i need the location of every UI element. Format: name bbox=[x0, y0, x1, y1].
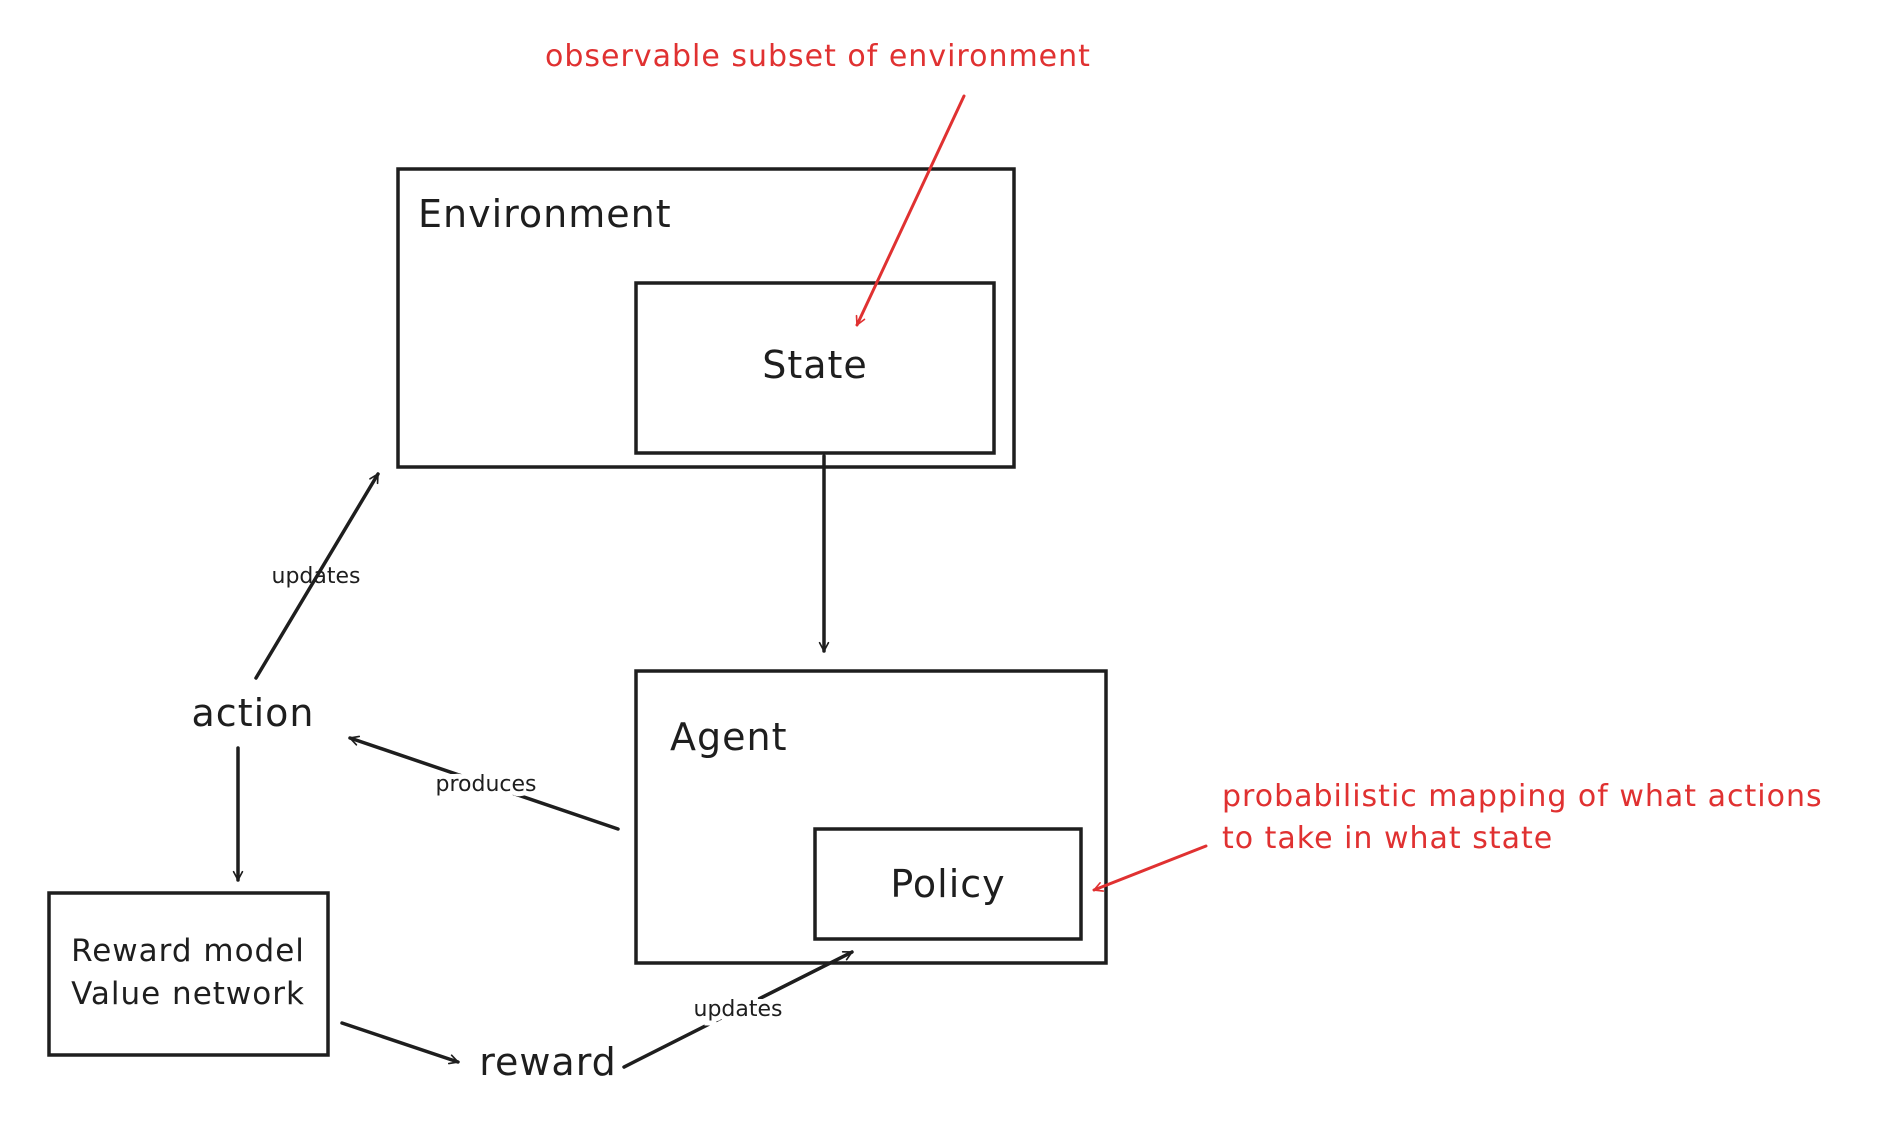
annotation-observable-subset: observable subset of environment bbox=[545, 39, 1091, 74]
annotation-policy-line2: to take in what state bbox=[1222, 821, 1553, 856]
arrow-agent-to-action bbox=[348, 735, 620, 831]
agent-label: Agent bbox=[670, 715, 787, 759]
policy-label: Policy bbox=[890, 862, 1005, 906]
policy-box bbox=[813, 827, 1083, 941]
edge-label-produces: produces bbox=[436, 772, 537, 797]
edge-label-reward-updates: updates bbox=[694, 997, 783, 1022]
annotation-arrow-to-state bbox=[855, 94, 966, 327]
annotation-policy-line1: probabilistic mapping of what actions bbox=[1222, 779, 1823, 814]
state-label: State bbox=[762, 343, 868, 387]
arrow-reward-model-to-reward bbox=[340, 1021, 460, 1065]
value-network-label: Value network bbox=[71, 976, 305, 1012]
reward-model-label: Reward model bbox=[71, 933, 305, 969]
environment-label: Environment bbox=[418, 192, 672, 236]
arrow-action-to-environment bbox=[254, 472, 380, 680]
arrow-reward-to-agent bbox=[622, 950, 854, 1069]
state-box bbox=[634, 281, 996, 455]
edge-label-action-updates: updates bbox=[272, 564, 361, 589]
annotation-arrow-to-policy bbox=[1092, 844, 1208, 892]
reward-label: reward bbox=[479, 1040, 617, 1084]
action-label: action bbox=[192, 691, 315, 735]
reward-model-box bbox=[47, 891, 330, 1057]
